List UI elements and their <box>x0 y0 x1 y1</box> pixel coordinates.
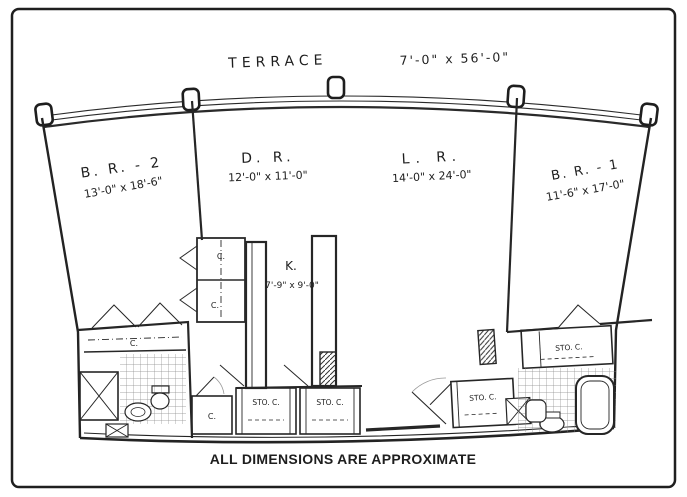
closet-label: C. <box>211 301 219 310</box>
br1-bath-block <box>477 304 653 435</box>
shaft-x-icon <box>105 423 129 438</box>
closet-door <box>137 302 183 328</box>
column-icon <box>326 75 346 100</box>
storage-closet-label: STO. C. <box>316 398 343 407</box>
sink-basin <box>130 407 146 417</box>
kitchen-pier <box>319 351 337 387</box>
storage-closet-label: STO. C. <box>252 398 279 407</box>
bathtub-icon <box>575 375 615 435</box>
room-dims-dr: 12'-0" x 11'-0" <box>228 169 308 185</box>
room-dims-kitchen: 7'-9" x 9'-0" <box>265 281 319 291</box>
storage-closet-entry <box>429 377 532 429</box>
toilet-icon <box>150 392 170 410</box>
bottom-wall <box>79 426 615 444</box>
sink-icon <box>124 402 152 422</box>
partitions <box>190 97 519 333</box>
column-icon <box>181 87 201 112</box>
right-wall <box>612 117 653 429</box>
dim-ticks <box>464 412 499 416</box>
wall-pier <box>477 328 497 366</box>
wall-lr-br1 <box>505 97 519 333</box>
linen-closet <box>191 376 233 435</box>
sink-icon <box>525 399 547 423</box>
column-icon <box>34 102 55 127</box>
corridor-wall <box>365 424 441 432</box>
shower-x-icon <box>79 371 119 421</box>
br2-bath-block <box>77 302 194 439</box>
terrace-dims: 7'-0" x 56'-0" <box>399 49 510 68</box>
column-icon <box>638 102 659 127</box>
br2-closets <box>179 237 246 323</box>
closet-label: C. <box>208 412 216 421</box>
shower-box <box>79 371 119 421</box>
closet-label: C. <box>130 339 138 348</box>
closet-door <box>179 287 198 313</box>
kitchen-walls <box>244 234 338 390</box>
terrace-columns <box>34 75 659 127</box>
storage-closets-middle <box>219 364 363 435</box>
storage-closet-label: STO. C. <box>555 342 583 352</box>
door-double-leaf <box>557 304 601 329</box>
door-leaf <box>219 364 245 387</box>
wall-br2-dr <box>190 100 204 241</box>
caption-text: ALL DIMENSIONS ARE APPROXIMATE <box>210 451 476 467</box>
closet-door <box>91 304 137 329</box>
closet-label: C. <box>217 252 225 261</box>
door-swing-arc <box>213 376 225 395</box>
room-label-kitchen: K. <box>285 259 297 273</box>
door-leaf <box>429 383 452 406</box>
terrace-label: TERRACE <box>227 52 328 71</box>
room-label-lr: L. R. <box>401 148 462 167</box>
image-frame <box>10 7 677 489</box>
door-leaf <box>195 376 215 397</box>
closet-door <box>179 245 198 271</box>
room-label-dr: D. R. <box>241 149 295 167</box>
left-wall <box>40 117 82 439</box>
column-icon <box>506 84 526 109</box>
door-swing-arc <box>411 377 447 393</box>
entry-gallery <box>365 377 447 432</box>
room-dims-lr: 14'-0" x 24'-0" <box>392 168 472 185</box>
entry-door-leaf <box>411 391 447 425</box>
terrace-window-wall <box>43 95 650 129</box>
bathtub-inner <box>580 380 610 430</box>
dim-ticks <box>540 356 595 360</box>
door-leaf <box>283 364 309 387</box>
storage-closet-label: STO. C. <box>469 392 497 402</box>
closet-rod <box>87 336 183 341</box>
